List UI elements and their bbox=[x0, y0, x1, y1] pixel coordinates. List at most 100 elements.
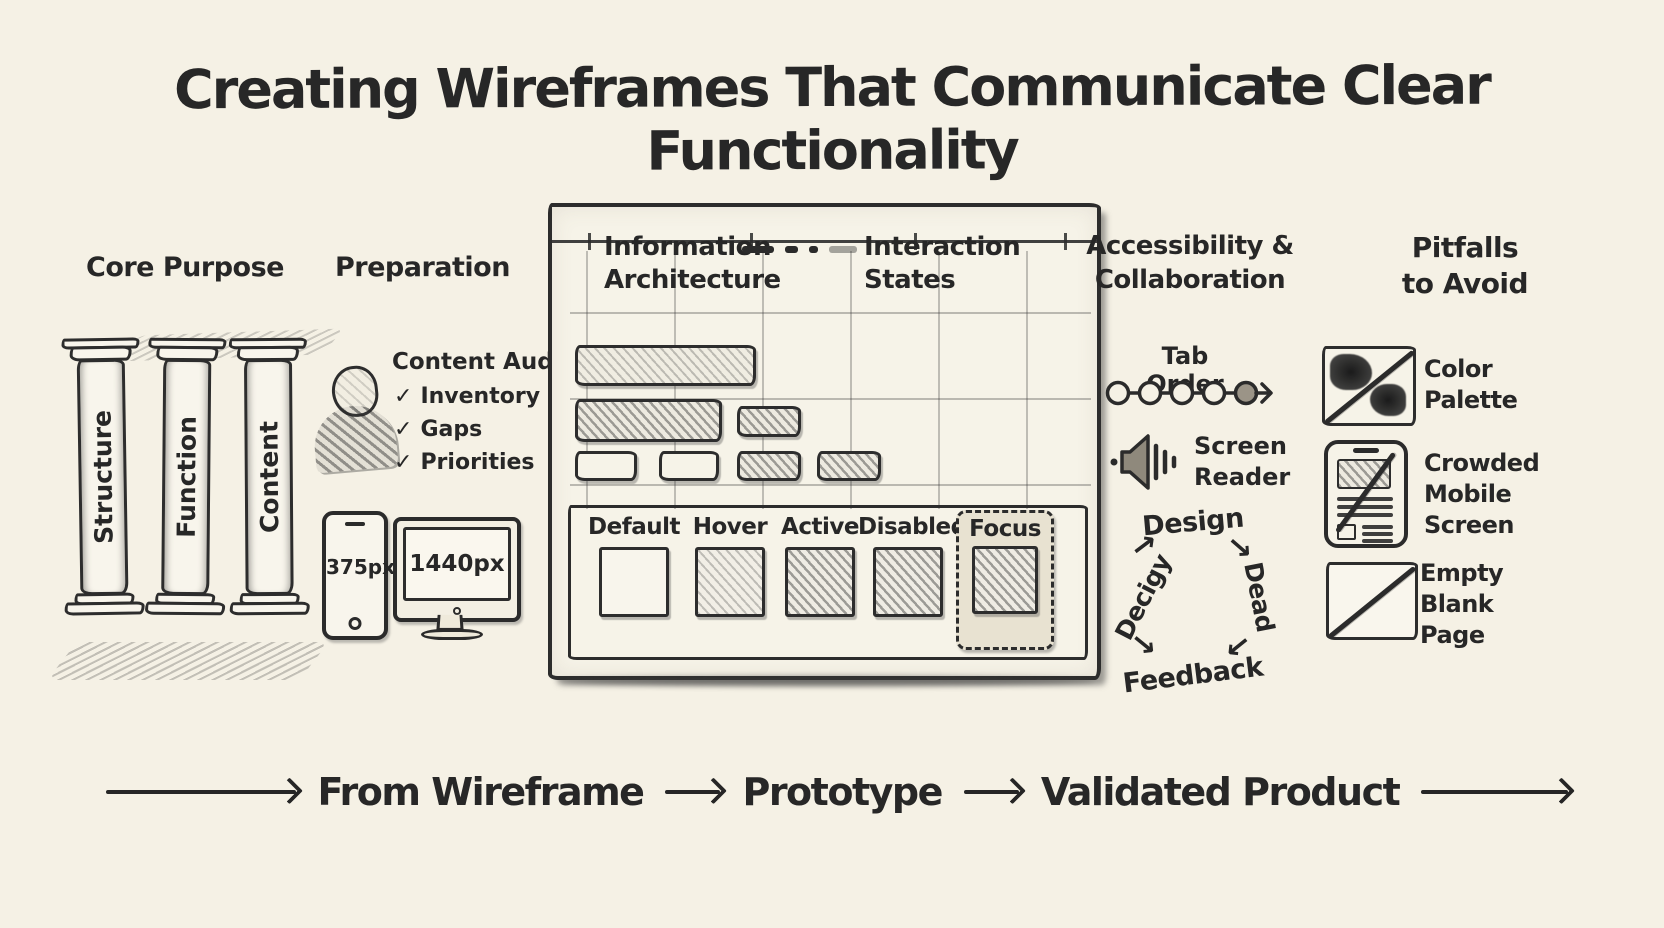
dashed-divider bbox=[742, 246, 857, 253]
screen-reader-speaker-icon bbox=[1110, 434, 1177, 490]
wireframe-block-small bbox=[737, 406, 801, 437]
mini-text-line bbox=[1362, 532, 1393, 536]
wireframe-block-hero bbox=[575, 345, 756, 386]
page-title: Creating Wireframes That Communicate Cle… bbox=[173, 53, 1490, 183]
pillar-label: Function bbox=[171, 416, 202, 539]
core-purpose-heading: Core Purpose bbox=[86, 252, 284, 283]
person-icon-body bbox=[311, 402, 399, 474]
pillars-group: Structure Function Content bbox=[61, 337, 310, 671]
screen-reader-label: Screen Reader bbox=[1194, 432, 1291, 492]
mini-text-line bbox=[1337, 505, 1393, 509]
mini-text-line bbox=[1337, 513, 1393, 517]
state-swatch-focus bbox=[972, 546, 1038, 614]
panel-tick bbox=[750, 233, 753, 250]
pillar-base bbox=[229, 601, 310, 616]
pitfall-label-color-palette: Color Palette bbox=[1424, 355, 1518, 415]
desktop-width-label: 1440px bbox=[409, 551, 505, 577]
color-smudge bbox=[1330, 354, 1372, 390]
pillar-structure: Structure bbox=[61, 337, 145, 670]
mobile-phone-icon: 375px bbox=[322, 511, 395, 640]
pillar-base bbox=[64, 601, 145, 616]
flow-step-prototype: Prototype bbox=[742, 770, 943, 814]
pillar-function: Function bbox=[145, 337, 227, 671]
pillar-shaft: Structure bbox=[76, 358, 129, 596]
process-flow: From Wireframe Prototype Validated Produ… bbox=[106, 760, 1568, 824]
design-feedback-cycle: Design Dead Feedback Decigy ↗ ↘ ↙ ↘ bbox=[1095, 503, 1290, 700]
state-swatch-disabled bbox=[873, 547, 943, 617]
monitor-camera-dot bbox=[453, 607, 461, 615]
phone-speaker-slot bbox=[345, 522, 365, 526]
panel-grid-hline bbox=[570, 484, 1091, 486]
tab-order-chain-icon bbox=[1105, 380, 1273, 406]
flow-arrow-icon bbox=[665, 790, 721, 794]
flow-arrow-icon bbox=[1421, 790, 1568, 794]
accessibility-heading: Accessibility & Collaboration bbox=[1086, 231, 1294, 295]
empty-page-crossed-icon bbox=[1326, 562, 1418, 640]
checkmark-icon: ✓ bbox=[394, 417, 413, 442]
cycle-arrow-icon: ↗ bbox=[1128, 527, 1159, 566]
state-swatch-default bbox=[599, 547, 669, 617]
state-active: Active bbox=[770, 514, 870, 617]
pillar-label: Structure bbox=[87, 409, 119, 545]
pillar-content: Content bbox=[228, 337, 310, 671]
panel-top-bar-line bbox=[550, 240, 1099, 243]
crowded-mobile-crossed-icon bbox=[1324, 440, 1408, 548]
monitor-stand-base bbox=[421, 629, 483, 640]
state-label: Hover bbox=[692, 514, 768, 540]
dash-mark bbox=[829, 246, 857, 253]
audit-item: ✓ Priorities bbox=[394, 450, 540, 475]
state-label: Active bbox=[781, 514, 859, 540]
dash-mark bbox=[809, 246, 818, 253]
pillar-label: Content bbox=[253, 420, 284, 534]
panel-shadow bbox=[562, 676, 1096, 686]
wireframe-block-empty bbox=[575, 451, 637, 481]
phone-home-button bbox=[348, 617, 362, 630]
wireframe-block-small bbox=[817, 451, 881, 481]
state-default: Default bbox=[584, 514, 684, 617]
cycle-arrow-icon: ↙ bbox=[1223, 628, 1252, 667]
pitfall-label-crowded-mobile: Crowded Mobile Screen bbox=[1424, 449, 1540, 540]
panel-tick bbox=[588, 233, 591, 250]
dash-mark bbox=[742, 246, 774, 253]
pillar-shaft: Content bbox=[243, 358, 294, 596]
dash-mark bbox=[785, 246, 798, 253]
state-label: Default bbox=[588, 514, 680, 540]
cross-out-slash-icon bbox=[1327, 565, 1417, 639]
cycle-arrow-icon: ↘ bbox=[1225, 530, 1254, 567]
pillar-shaft: Function bbox=[161, 358, 212, 596]
mini-text-line bbox=[1362, 539, 1393, 543]
state-swatch-hover bbox=[695, 547, 765, 617]
state-disabled: Disabled bbox=[858, 514, 967, 617]
information-architecture-heading: Information Architecture bbox=[604, 232, 781, 295]
phone-width-label: 375px bbox=[326, 555, 395, 579]
color-smudge bbox=[1370, 384, 1406, 416]
panel-tick bbox=[1064, 233, 1067, 250]
interaction-states-box bbox=[568, 505, 1088, 660]
flow-arrow-icon bbox=[106, 790, 296, 794]
interaction-states-heading: Interaction States bbox=[864, 232, 1021, 295]
audit-item: ✓ Gaps bbox=[394, 417, 540, 442]
phone-notch bbox=[1353, 448, 1379, 453]
pillar-ground-shadow bbox=[47, 642, 329, 680]
mini-text-line bbox=[1337, 497, 1393, 501]
panel-grid-hline bbox=[570, 312, 1091, 314]
pillar-base bbox=[145, 601, 226, 616]
state-hover: Hover bbox=[680, 514, 780, 617]
audit-item-label: Gaps bbox=[420, 417, 483, 442]
audit-item-label: Priorities bbox=[420, 450, 535, 475]
monitor-screen: 1440px bbox=[403, 527, 511, 601]
wireframe-block-small bbox=[737, 451, 801, 481]
audit-item: ✓ Inventory bbox=[394, 384, 540, 409]
flow-step-validated-product: Validated Product bbox=[1040, 770, 1401, 814]
pitfall-label-empty-page: Empty Blank Page bbox=[1420, 559, 1504, 650]
state-label: Disabled bbox=[858, 514, 967, 540]
panel-grid-hline bbox=[570, 398, 1091, 400]
wireframe-block-bar bbox=[575, 399, 722, 442]
preparation-heading: Preparation bbox=[335, 252, 510, 283]
pitfalls-heading: Pitfalls to Avoid bbox=[1401, 231, 1529, 301]
color-palette-crossed-icon bbox=[1322, 346, 1416, 426]
flow-step-wireframe: From Wireframe bbox=[317, 770, 645, 814]
checkmark-icon: ✓ bbox=[394, 450, 413, 475]
state-focus: Focus bbox=[956, 510, 1054, 650]
